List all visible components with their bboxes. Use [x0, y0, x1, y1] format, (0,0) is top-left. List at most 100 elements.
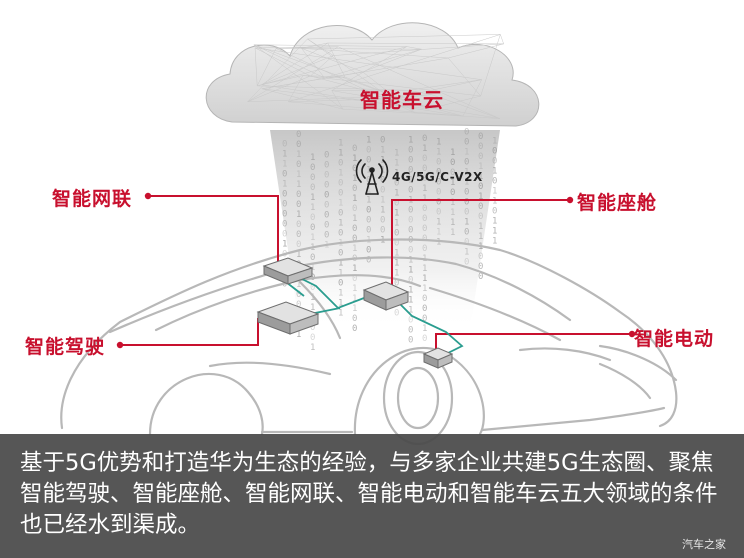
svg-text:1: 1	[450, 228, 455, 238]
svg-text:0: 0	[464, 238, 469, 248]
svg-text:1: 1	[296, 170, 301, 180]
svg-text:0: 0	[394, 239, 399, 249]
svg-text:1: 1	[296, 210, 301, 220]
svg-text:1: 1	[366, 135, 371, 145]
data-beam	[270, 130, 500, 330]
svg-text:1: 1	[464, 168, 469, 178]
svg-text:0: 0	[422, 334, 427, 344]
svg-text:1: 1	[310, 203, 315, 213]
svg-text:0: 0	[296, 160, 301, 170]
svg-text:1: 1	[394, 189, 399, 199]
svg-text:0: 0	[366, 255, 371, 265]
svg-text:0: 0	[310, 183, 315, 193]
svg-text:0: 0	[310, 283, 315, 293]
svg-text:0: 0	[296, 200, 301, 210]
svg-text:0: 0	[408, 225, 413, 235]
svg-text:1: 1	[366, 185, 371, 195]
svg-text:1: 1	[436, 148, 441, 158]
svg-text:0: 0	[408, 155, 413, 165]
svg-text:0: 0	[478, 182, 483, 192]
svg-text:0: 0	[408, 205, 413, 215]
svg-text:1: 1	[282, 180, 287, 190]
connector-drive	[120, 318, 259, 346]
svg-text:0: 0	[422, 244, 427, 254]
svg-text:1: 1	[450, 148, 455, 158]
connector-lines	[120, 195, 632, 352]
svg-text:0: 0	[366, 225, 371, 235]
svg-text:0: 0	[352, 234, 357, 244]
svg-text:1: 1	[478, 232, 483, 242]
svg-text:0: 0	[450, 168, 455, 178]
svg-text:0: 0	[422, 314, 427, 324]
svg-text:0: 0	[408, 215, 413, 225]
svg-text:0: 0	[478, 252, 483, 262]
svg-text:1: 1	[338, 149, 343, 159]
svg-text:1: 1	[450, 208, 455, 218]
svg-text:0: 0	[464, 158, 469, 168]
svg-text:0: 0	[464, 138, 469, 148]
svg-text:0: 0	[394, 199, 399, 209]
svg-text:0: 0	[422, 294, 427, 304]
label-cabin: 智能座舱	[577, 192, 658, 214]
svg-text:1: 1	[436, 218, 441, 228]
svg-text:0: 0	[478, 132, 483, 142]
svg-text:0: 0	[366, 245, 371, 255]
svg-text:0: 0	[380, 225, 385, 235]
svg-text:0: 0	[324, 220, 329, 230]
svg-text:0: 0	[352, 274, 357, 284]
svg-text:0: 0	[310, 333, 315, 343]
label-network: 智能网联	[52, 188, 133, 210]
svg-text:0: 0	[296, 140, 301, 150]
svg-text:0: 0	[310, 213, 315, 223]
svg-text:0: 0	[352, 324, 357, 334]
svg-text:0: 0	[436, 168, 441, 178]
svg-text:0: 0	[296, 130, 301, 140]
svg-text:0: 0	[324, 150, 329, 160]
svg-text:0: 0	[282, 280, 287, 290]
connector-electric	[435, 333, 632, 352]
svg-text:0: 0	[478, 262, 483, 272]
svg-text:1: 1	[422, 264, 427, 274]
svg-text:0: 0	[324, 160, 329, 170]
ecu-drive	[256, 301, 320, 335]
svg-text:0: 0	[366, 215, 371, 225]
svg-text:0: 0	[296, 240, 301, 250]
svg-text:1: 1	[352, 154, 357, 164]
svg-text:1: 1	[296, 280, 301, 290]
svg-text:1: 1	[366, 165, 371, 175]
svg-text:0: 0	[408, 145, 413, 155]
svg-text:0: 0	[352, 314, 357, 324]
svg-text:0: 0	[408, 335, 413, 345]
svg-text:1: 1	[338, 259, 343, 269]
svg-text:1: 1	[394, 209, 399, 219]
svg-text:1: 1	[296, 250, 301, 260]
svg-text:1: 1	[380, 145, 385, 155]
svg-text:0: 0	[492, 177, 497, 187]
svg-text:1: 1	[352, 194, 357, 204]
svg-text:1: 1	[450, 178, 455, 188]
svg-text:1: 1	[436, 138, 441, 148]
svg-text:1: 1	[464, 178, 469, 188]
svg-text:0: 0	[408, 165, 413, 175]
svg-text:0: 0	[408, 315, 413, 325]
svg-text:0: 0	[282, 200, 287, 210]
svg-text:0: 0	[436, 198, 441, 208]
svg-text:0: 0	[394, 309, 399, 319]
svg-text:1: 1	[408, 295, 413, 305]
svg-text:1: 1	[394, 259, 399, 269]
svg-text:0: 0	[352, 164, 357, 174]
svg-text:1: 1	[408, 265, 413, 275]
svg-text:0: 0	[478, 272, 483, 282]
svg-text:1: 1	[366, 195, 371, 205]
svg-text:1: 1	[492, 137, 497, 147]
label-drive: 智能驾驶	[25, 336, 106, 358]
svg-text:0: 0	[366, 205, 371, 215]
svg-text:0: 0	[296, 290, 301, 300]
svg-text:1: 1	[464, 148, 469, 158]
svg-text:0: 0	[296, 220, 301, 230]
ecu-electric	[422, 347, 454, 369]
svg-text:1: 1	[282, 150, 287, 160]
svg-text:0: 0	[422, 224, 427, 234]
svg-text:1: 1	[352, 174, 357, 184]
